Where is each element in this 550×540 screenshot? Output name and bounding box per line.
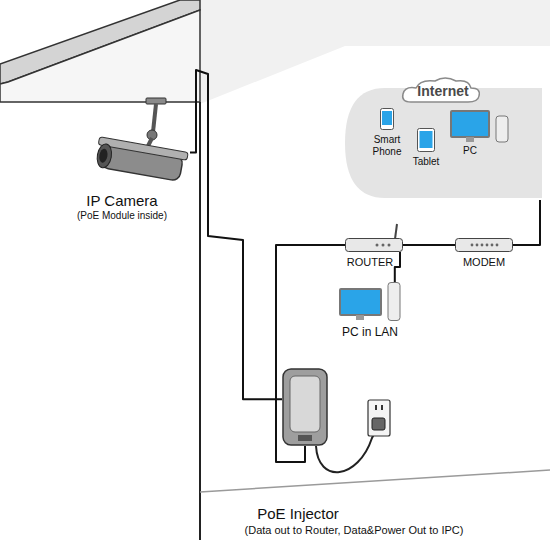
- device-icon: PC: [450, 110, 510, 144]
- node-label: (PoE Module inside): [52, 210, 192, 222]
- internet-area: [345, 88, 542, 198]
- camera-mount-arm: [148, 138, 152, 146]
- internet-cloud: [403, 78, 480, 102]
- eave-soffit: [0, 10, 200, 102]
- device-icon: Smart Phone: [380, 108, 394, 130]
- router-body: [346, 239, 403, 252]
- cable-connector: [276, 245, 345, 462]
- device-icon-shape: [450, 110, 510, 144]
- router-device-shape: [345, 238, 403, 252]
- modem-body: [456, 239, 513, 252]
- node-label: IP Camera: [62, 192, 182, 209]
- modem-led: [476, 244, 479, 247]
- router-led: [388, 244, 391, 247]
- router-led: [376, 244, 379, 247]
- camera-mount-plate: [146, 98, 166, 104]
- modem-device: MODEM: [455, 238, 513, 252]
- poe-injector: PoE Injector(Data out to Router, Data&Po…: [282, 368, 328, 446]
- injector-face: [290, 376, 320, 432]
- node-label: (Data out to Router, Data&Power Out to I…: [168, 524, 540, 537]
- modem-led: [481, 244, 484, 247]
- pc-tower: [388, 283, 400, 321]
- monitor-stand: [466, 137, 474, 142]
- internet-cloud-area: InternetSmart PhoneTabletPC: [345, 80, 542, 200]
- wall-edge: [199, 102, 201, 540]
- ip-camera: IP Camera(PoE Module inside): [88, 140, 190, 182]
- tablet-body: [418, 129, 435, 152]
- node-label: PC: [450, 145, 490, 157]
- router-led: [382, 244, 385, 247]
- cable-connector: [513, 200, 540, 245]
- injector-body: [283, 369, 327, 445]
- monitor: [340, 289, 381, 315]
- pc-tower: [496, 116, 508, 142]
- cable-connector: [190, 70, 282, 399]
- node-label: Smart Phone: [362, 134, 412, 157]
- node-label: MODEM: [454, 256, 514, 269]
- node-label: Internet: [407, 83, 479, 99]
- wall-outlet: [368, 400, 390, 436]
- phone-body: [381, 109, 394, 130]
- lan-pc-shape: [339, 282, 401, 322]
- camera-lens-ring: [95, 143, 113, 169]
- outlet-socket: [375, 405, 377, 410]
- modem-led: [496, 244, 499, 247]
- device-icon-shape: [417, 128, 435, 152]
- device-icon: Tablet: [417, 128, 435, 152]
- tablet-screen: [420, 131, 433, 148]
- modem-led: [486, 244, 489, 247]
- router-device: ROUTER: [345, 238, 403, 252]
- camera-drawing: [94, 137, 188, 182]
- modem-device-shape: [455, 238, 513, 252]
- monitor: [451, 111, 489, 137]
- outlet-socket: [381, 405, 383, 410]
- injector-port: [298, 435, 312, 441]
- modem-led: [491, 244, 494, 247]
- node-label: PoE Injector: [238, 505, 358, 522]
- modem-led: [471, 244, 474, 247]
- monitor-stand: [356, 315, 364, 320]
- node-label: ROUTER: [340, 256, 400, 269]
- router-antenna: [395, 224, 397, 239]
- phone-screen: [382, 111, 392, 125]
- ip-camera-shape: [88, 140, 190, 182]
- cable-connector: [403, 244, 455, 246]
- ground-line: [200, 470, 550, 492]
- device-icon-shape: [380, 108, 394, 130]
- camera-mount-pole: [153, 104, 156, 132]
- power-plug: [372, 418, 385, 430]
- node-label: PC in LAN: [330, 326, 410, 340]
- cable-connector: [395, 252, 400, 282]
- node-label: Tablet: [406, 156, 446, 168]
- lan-pc: PC in LAN: [339, 282, 401, 322]
- camera-lens: [98, 148, 108, 163]
- poe-injector-shape: [282, 368, 328, 446]
